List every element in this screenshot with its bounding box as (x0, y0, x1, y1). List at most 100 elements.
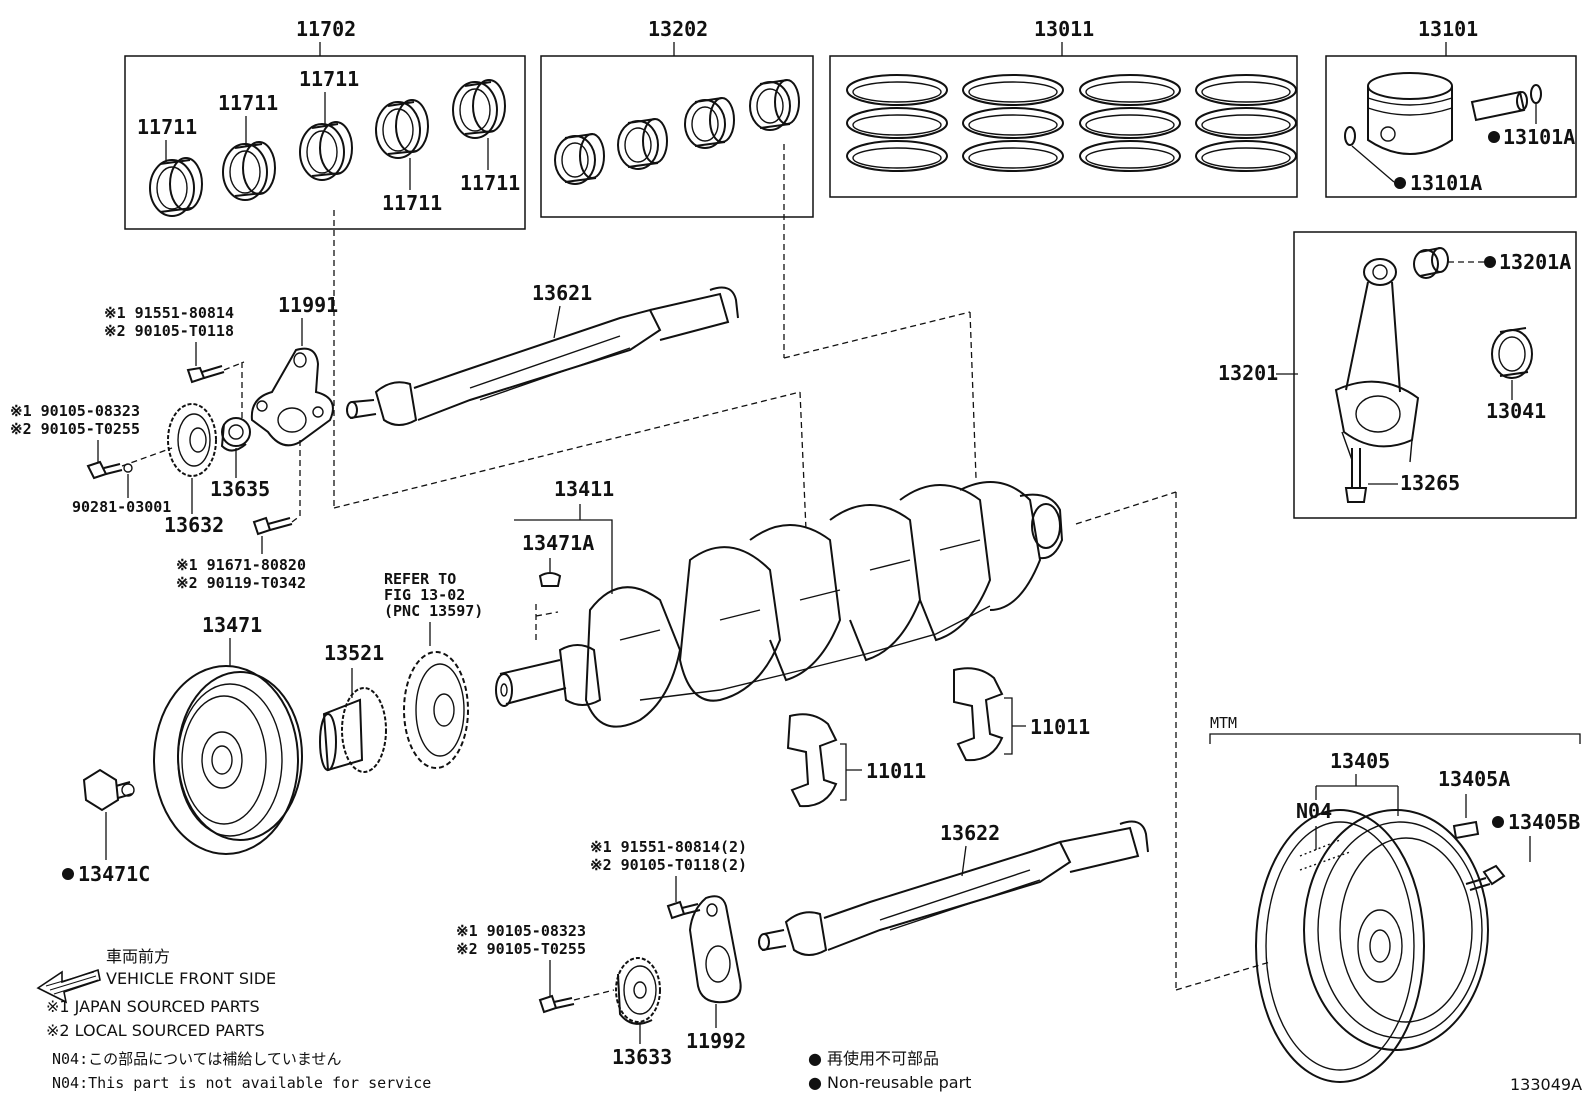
rod-bolt[interactable] (1344, 448, 1368, 503)
balance-shaft-driven-gear[interactable] (615, 957, 661, 1025)
crankshaft-timing-gear[interactable] (403, 651, 469, 769)
label-13622: 13622 (940, 821, 1000, 845)
group-11702-label: 11702 (296, 17, 356, 41)
rod-bearing-insert[interactable] (1491, 327, 1533, 379)
main-bearing-5[interactable] (452, 79, 506, 139)
piston-ring-set-1[interactable] (846, 74, 948, 172)
guide-lines (333, 144, 1271, 991)
bolt-2-line-1: ※1 90105-08323 (10, 402, 140, 420)
rod-bearing-3[interactable] (684, 97, 735, 149)
bolt-4[interactable] (666, 900, 701, 920)
label-13635: 13635 (210, 477, 270, 501)
bolt-3[interactable] (252, 516, 293, 536)
rod-bearing-1[interactable] (554, 133, 605, 185)
flywheel[interactable] (1255, 809, 1489, 1083)
small-end-bushing[interactable] (1413, 247, 1449, 279)
label-13471: 13471 (202, 613, 262, 637)
non-reusable-dot-icon (1394, 177, 1406, 189)
non-reusable-dot-icon (1488, 131, 1500, 143)
refer-line-2: FIG 13-02 (384, 586, 465, 604)
bolt-4-line-1: ※1 91551-80814(2) (590, 838, 747, 856)
bolt-2[interactable] (86, 460, 123, 480)
snap-ring-right[interactable] (1530, 84, 1542, 104)
non-reusable-dot-icon (62, 868, 74, 880)
label-13411: 13411 (554, 477, 614, 501)
piston[interactable] (1367, 72, 1453, 155)
bolt-3-line-2: ※2 90119-T0342 (176, 574, 306, 592)
bearing-11711-label-3: 11711 (299, 67, 359, 91)
balance-shaft-plate-upper[interactable] (250, 347, 334, 447)
legend-japan-sourced: ※1 JAPAN SOURCED PARTS (46, 997, 260, 1016)
label-13521: 13521 (324, 641, 384, 665)
bolt-1-line-2: ※2 90105-T0118 (104, 322, 234, 340)
label-13632: 13632 (164, 513, 224, 537)
bearing-11711-label-5: 11711 (460, 171, 520, 195)
label-13201: 13201 (1218, 361, 1278, 385)
label-13265: 13265 (1400, 471, 1460, 495)
bolt-5-line-2: ※2 90105-T0255 (456, 940, 586, 958)
main-bearing-1[interactable] (149, 157, 203, 217)
group-13101-label: 13101 (1418, 17, 1478, 41)
label-13405A: 13405A (1438, 767, 1510, 791)
label-13405: 13405 (1330, 749, 1390, 773)
bearing-11711-label-2: 11711 (218, 91, 278, 115)
piston-ring-set-2[interactable] (962, 74, 1064, 172)
label-13633: 13633 (612, 1045, 672, 1069)
refer-line-3: (PNC 13597) (384, 602, 483, 620)
main-bearing-2[interactable] (222, 141, 276, 201)
piston-ring-set-3[interactable] (1079, 74, 1181, 172)
bolt-5[interactable] (538, 994, 575, 1014)
label-13621: 13621 (532, 281, 592, 305)
non-reusable-dot-icon (1484, 256, 1496, 268)
label-13201A: 13201A (1499, 250, 1571, 274)
crankshaft[interactable] (495, 481, 1064, 728)
main-bearing-3[interactable] (299, 121, 353, 181)
flywheel-pin[interactable] (1452, 820, 1480, 840)
legend-local-sourced: ※2 LOCAL SOURCED PARTS (46, 1021, 265, 1040)
pulley-bolt[interactable] (82, 768, 135, 812)
bearing-11711-label-4: 11711 (382, 191, 442, 215)
legend-n04-jp: N04:この部品については補給していません (52, 1050, 341, 1068)
piston-ring-set-4[interactable] (1195, 74, 1297, 172)
legend-n04-en: N04:This part is not available for servi… (52, 1074, 431, 1092)
spacer-13635[interactable] (220, 417, 251, 452)
balance-shaft-lower[interactable] (758, 820, 1149, 956)
label-11992: 11992 (686, 1029, 746, 1053)
balance-shaft-drive-gear[interactable] (167, 403, 217, 477)
legend-front-jp: 車両前方 (106, 947, 170, 966)
flywheel-bolt[interactable] (1465, 864, 1506, 891)
group-11702: 11702 11711 11711 11711 11711 (124, 17, 526, 230)
bolt-4-line-2: ※2 90105-T0118(2) (590, 856, 747, 874)
washer-90281[interactable] (123, 463, 133, 473)
connecting-rod[interactable] (1334, 258, 1420, 463)
label-13101A-bottom: 13101A (1410, 171, 1482, 195)
rod-bearing-4[interactable] (749, 79, 800, 131)
rod-bearing-2[interactable] (617, 118, 668, 170)
sprocket-13521[interactable] (319, 687, 387, 773)
crankshaft-key[interactable] (538, 572, 562, 587)
bolt-1-line-1: ※1 91551-80814 (104, 304, 234, 322)
group-13011-label: 13011 (1034, 17, 1094, 41)
thrust-washer-left[interactable] (786, 713, 838, 808)
group-13011: 13011 (829, 17, 1298, 198)
legend-front-en: VEHICLE FRONT SIDE (106, 969, 276, 988)
bearing-11711-label-1: 11711 (137, 115, 197, 139)
crankshaft-pulley[interactable] (153, 665, 303, 855)
label-11011-right: 11011 (1030, 715, 1090, 739)
thrust-washer-right[interactable] (953, 667, 1004, 762)
balance-shaft-upper[interactable] (346, 286, 739, 426)
main-bearing-4[interactable] (375, 99, 429, 159)
non-reusable-dot-icon (1492, 816, 1504, 828)
balance-shaft-plate-lower[interactable] (688, 895, 742, 1004)
piston-pin[interactable] (1470, 90, 1528, 122)
label-90281-03001: 90281-03001 (72, 498, 171, 516)
label-mtm: MTM (1210, 714, 1237, 732)
label-11011-left: 11011 (866, 759, 926, 783)
label-11991: 11991 (278, 293, 338, 317)
snap-ring-left[interactable] (1344, 126, 1356, 146)
group-13201: 13201A 13041 13201 13265 (1218, 231, 1577, 519)
bolt-1[interactable] (186, 365, 225, 384)
label-13041: 13041 (1486, 399, 1546, 423)
legend-nonreuse-en: ● Non-reusable part (808, 1073, 971, 1092)
